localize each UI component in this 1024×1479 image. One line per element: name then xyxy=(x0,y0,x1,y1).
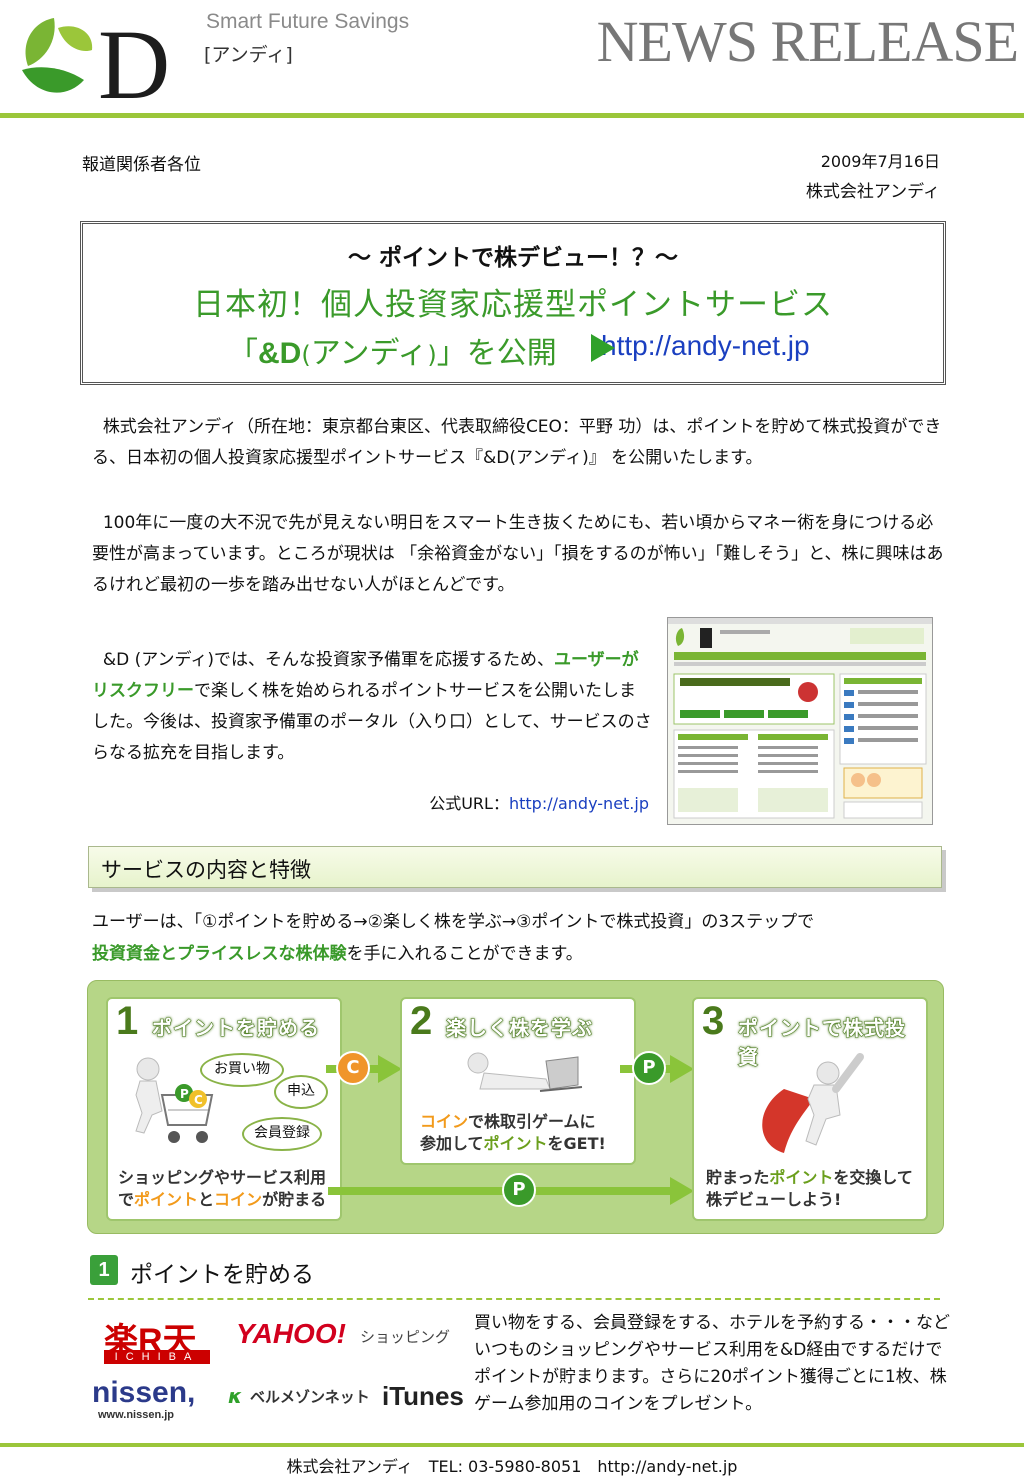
arrow-head xyxy=(670,1055,694,1083)
andy-logo: D xyxy=(22,10,170,102)
coin-chip-icon: C xyxy=(336,1051,370,1085)
three-step-diagram: 1 ポイントを貯める P C お買い物 申込 会員登録 ショッピングやサービス利… xyxy=(87,980,944,1234)
paragraph-service: &D (アンディ)では、そんな投資家予備軍を応援するため、ユーザーがリスクフリー… xyxy=(92,650,652,763)
play-icon xyxy=(591,334,615,362)
title-announcement: 「&D(アンディ)」を公開 xyxy=(228,336,557,371)
title-url-link[interactable]: http://andy-net.jp xyxy=(601,330,810,361)
svg-text:C: C xyxy=(194,1093,203,1107)
leaf-icon xyxy=(25,18,55,66)
bubble-registration: 会員登録 xyxy=(242,1117,322,1151)
svg-text:P: P xyxy=(180,1087,189,1101)
title-box: ～ ポイントで株デビュー！？～ 日本初！個人投資家応援型ポイントサービス 「&D… xyxy=(80,221,946,385)
point-chip-icon: P xyxy=(502,1173,536,1207)
news-release-heading: NEWS RELEASE xyxy=(596,9,1019,74)
hero-figure-icon xyxy=(762,1053,864,1153)
shopping-figure-icon: P C xyxy=(135,1057,214,1143)
step-card-1: 1 ポイントを貯める P C お買い物 申込 会員登録 ショッピングやサービス利… xyxy=(106,997,342,1221)
title-subheading: ～ ポイントで株デビュー！？～ xyxy=(347,245,678,271)
website-screenshot xyxy=(667,617,933,825)
paragraph-background: 100年に一度の大不況で先が見えない明日をスマート生き抜くためにも、若い頃からマ… xyxy=(92,513,944,595)
logo-kana: [アンディ] xyxy=(204,44,293,66)
nissen-url: www.nissen.jp xyxy=(98,1409,174,1421)
subsection-title: ポイントを貯める xyxy=(130,1262,314,1288)
logo-tagline: Smart Future Savings xyxy=(206,10,410,33)
yahoo-shopping-label: ショッピング xyxy=(360,1328,451,1346)
logo-d-letter: D xyxy=(98,10,170,102)
arrow-head xyxy=(670,1177,694,1205)
step-number: 3 xyxy=(702,999,725,1043)
step-card-3: 3 ポイントで株式投資 貯まったポイントを交換して 株デビューしよう! xyxy=(692,997,928,1221)
company-name: 株式会社アンディ xyxy=(805,182,940,202)
step-title: 楽しく株を学ぶ xyxy=(446,1016,593,1041)
step-title: ポイントを貯める xyxy=(152,1016,320,1041)
section-heading: サービスの内容と特徴 xyxy=(101,858,311,882)
subsection-number-badge: 1 xyxy=(90,1255,118,1285)
steps-intro: ユーザーは、「①ポイントを貯める→②楽しく株を学ぶ→③ポイントで株式投資」の3ス… xyxy=(92,912,815,964)
bubble-application: 申込 xyxy=(274,1075,328,1109)
step-title: ポイントで株式投資 xyxy=(738,1016,906,1070)
title-main: 日本初！個人投資家応援型ポイントサービス xyxy=(193,287,833,323)
step-2-caption: コインで株取引ゲームに 参加してポイントをGET! xyxy=(420,1112,606,1153)
paragraph-intro: 株式会社アンディ（所在地：東京都台東区、代表取締役CEO：平野 功）は、ポイント… xyxy=(92,417,942,468)
yahoo-logo: YAHOO! xyxy=(236,1318,346,1349)
official-url-line: 公式URL：http://andy-net.jp xyxy=(429,794,649,813)
footer-contact: 株式会社アンディ TEL: 03-5980-8051 http://andy-n… xyxy=(286,1457,738,1476)
step-card-2: 2 楽しく株を学ぶ コインで株取引ゲームに 参加してポイントをGET! xyxy=(400,997,636,1165)
title-brand: &D xyxy=(258,337,302,370)
section-heading-bar: サービスの内容と特徴 xyxy=(88,846,942,888)
official-url-link[interactable]: http://andy-net.jp xyxy=(508,794,649,813)
bubble-shopping: お買い物 xyxy=(200,1053,284,1087)
recipient: 報道関係者各位 xyxy=(82,155,201,175)
step-3-caption: 貯まったポイントを交換して 株デビューしよう! xyxy=(706,1168,913,1209)
rakuten-ichiba-label: ICHIBA xyxy=(104,1350,210,1364)
step-number: 2 xyxy=(410,999,433,1043)
step-1-caption: ショッピングやサービス利用 でポイントとコインが貯まる xyxy=(118,1168,327,1209)
bottom-divider xyxy=(0,1443,1024,1447)
dashed-divider xyxy=(88,1298,940,1300)
arrow-step1-to-step3 xyxy=(328,1187,674,1195)
point-chip-icon: P xyxy=(632,1051,666,1085)
itunes-logo: iTunes xyxy=(382,1381,464,1411)
release-date: 2009年7月16日 xyxy=(820,152,940,171)
nissen-logo: nissen, xyxy=(92,1376,196,1409)
bellemaison-logo: ベルメゾンネット xyxy=(250,1388,370,1406)
laptop-figure-icon xyxy=(467,1052,583,1092)
earn-points-description: 買い物をする、会員登録をする、ホテルを予約する・・・などいつものショッピングやサ… xyxy=(474,1313,950,1414)
bellemaison-icon: 𝞳 xyxy=(228,1384,243,1408)
arrow-head xyxy=(378,1055,402,1083)
step-number: 1 xyxy=(116,999,139,1043)
top-divider xyxy=(0,113,1024,118)
